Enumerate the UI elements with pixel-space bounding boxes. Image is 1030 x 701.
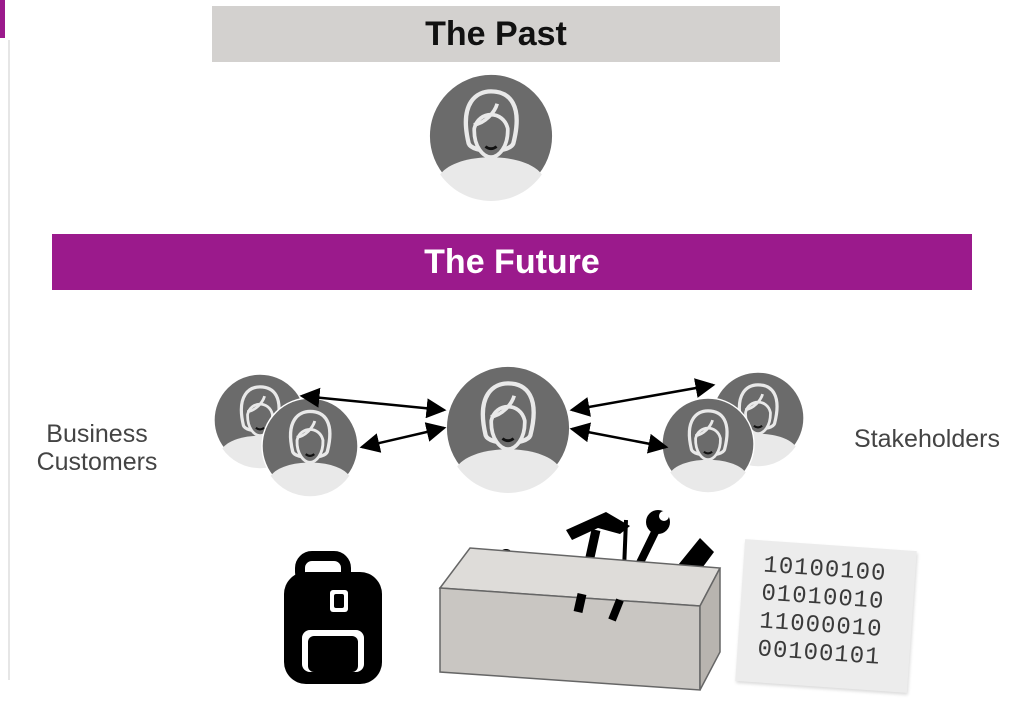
arrow-bottom-left-icon: [359, 422, 447, 453]
arrow-bottom-right-icon: [569, 422, 669, 454]
toolbox-icon: [438, 510, 722, 691]
business-customers-label: Business Customers: [22, 420, 172, 476]
future-banner-title: The Future: [424, 242, 600, 281]
label-line-1: Business: [46, 420, 148, 448]
past-banner-title: The Past: [425, 14, 567, 53]
past-person-avatar-icon: [429, 74, 553, 201]
arrow-top-left-icon: [299, 387, 447, 419]
center-person-avatar-icon: [446, 366, 570, 493]
arrow-top-right-icon: [569, 378, 716, 417]
binary-code-card: 10100100 01010010 11000010 00100101: [735, 539, 917, 693]
stakeholder-avatar-icon-front: [662, 398, 754, 492]
stakeholders-label: Stakeholders: [854, 425, 1000, 453]
future-banner: The Future: [52, 234, 972, 290]
edge-accent-bar: [0, 0, 5, 38]
past-banner: The Past: [212, 6, 780, 62]
customer-person-avatar-icon: [262, 398, 358, 496]
edge-divider-line: [8, 40, 10, 680]
label-line-2: Customers: [36, 448, 158, 476]
backpack-icon: [284, 551, 382, 684]
